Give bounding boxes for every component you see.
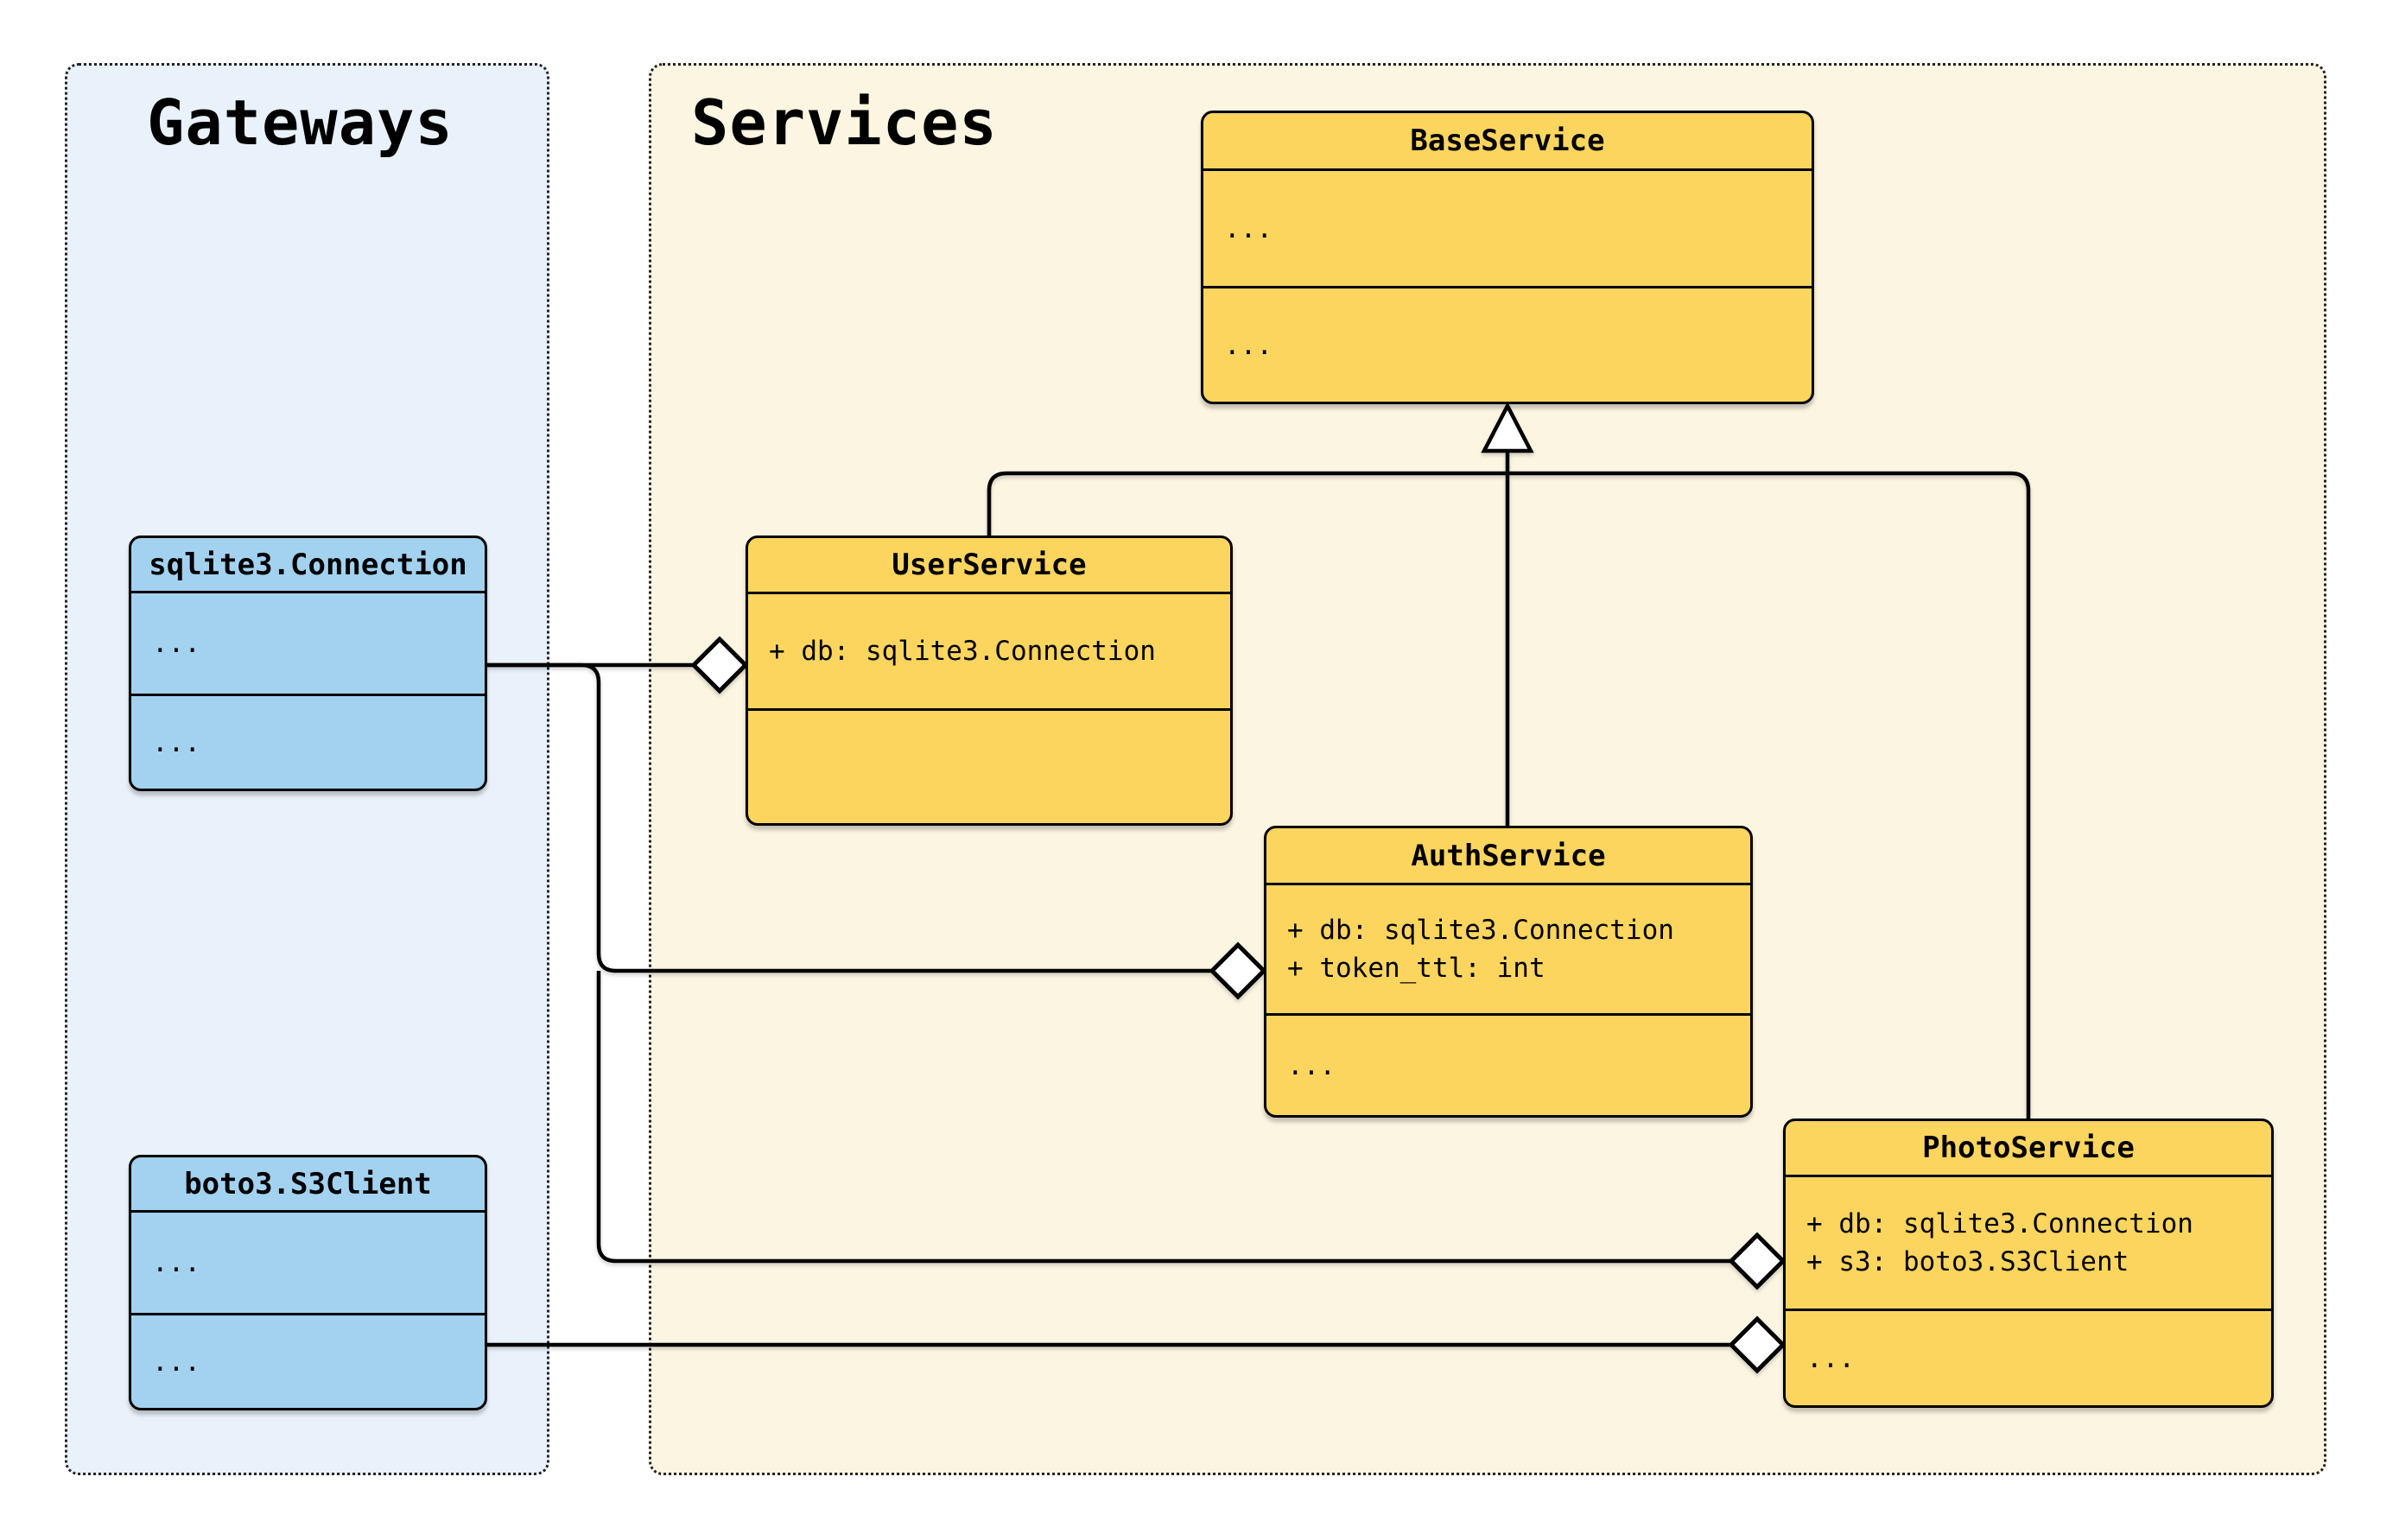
aggregation-diamond-photoservice-s3: [1728, 1315, 1787, 1374]
inheritance-triangle-baseservice: [1481, 402, 1534, 453]
class-sqlite3-connection-methods: ...: [131, 694, 485, 789]
class-baseservice-name: BaseService: [1410, 124, 1605, 158]
method-line: ...: [1224, 329, 1272, 361]
class-userservice-name: UserService: [892, 548, 1087, 582]
class-boto3-s3client-methods: ...: [131, 1313, 485, 1408]
class-authservice-name: AuthService: [1411, 838, 1606, 873]
class-baseservice: BaseService ... ...: [1201, 111, 1814, 404]
class-authservice-methods: ...: [1266, 1013, 1750, 1115]
aggregation-diamond-photoservice-db: [1728, 1232, 1787, 1290]
attr-line: + s3: boto3.S3Client: [1806, 1246, 2129, 1277]
aggregation-diamond-authservice: [1209, 941, 1267, 1000]
attr-line: + db: sqlite3.Connection: [1287, 915, 1674, 946]
class-boto3-s3client-name: boto3.S3Client: [184, 1166, 432, 1201]
method-line: ...: [1287, 1049, 1336, 1081]
method-line: ...: [152, 726, 200, 758]
class-photoservice-name: PhotoService: [1922, 1131, 2135, 1165]
class-photoservice-methods: ...: [1786, 1309, 2271, 1405]
class-sqlite3-connection-name: sqlite3.Connection: [149, 547, 467, 582]
edge-sqlite-authservice: [487, 662, 1212, 973]
class-authservice: AuthService + db: sqlite3.Connection + t…: [1264, 826, 1753, 1118]
method-line: ...: [1806, 1342, 1855, 1374]
attr-line: + db: sqlite3.Connection: [1806, 1208, 2193, 1239]
class-sqlite3-connection-attrs: ...: [131, 591, 485, 694]
class-sqlite3-connection: sqlite3.Connection ... ...: [129, 536, 487, 791]
class-photoservice: PhotoService + db: sqlite3.Connection + …: [1783, 1119, 2274, 1408]
group-gateways-title: Gateways: [147, 86, 454, 159]
class-baseservice-methods: ...: [1203, 286, 1812, 402]
edge-sqlite-photoservice: [596, 971, 1731, 1264]
class-authservice-attrs: + db: sqlite3.Connection + token_ttl: in…: [1266, 883, 1750, 1013]
class-userservice-methods: [748, 708, 1230, 823]
aggregation-diamond-userservice: [690, 636, 749, 694]
attr-line: ...: [1224, 212, 1272, 244]
class-userservice: UserService + db: sqlite3.Connection: [746, 536, 1233, 826]
attr-line: + token_ttl: int: [1287, 953, 1545, 984]
attr-line: ...: [152, 628, 200, 659]
class-boto3-s3client-attrs: ...: [131, 1210, 485, 1313]
class-userservice-attrs: + db: sqlite3.Connection: [748, 592, 1230, 708]
attr-line: ...: [152, 1247, 200, 1278]
class-photoservice-attrs: + db: sqlite3.Connection + s3: boto3.S3C…: [1786, 1175, 2271, 1309]
method-line: ...: [152, 1346, 200, 1378]
class-boto3-s3client: boto3.S3Client ... ...: [129, 1155, 487, 1410]
attr-line: + db: sqlite3.Connection: [769, 636, 1156, 667]
group-services-title: Services: [691, 86, 998, 159]
class-baseservice-attrs: ...: [1203, 168, 1812, 286]
